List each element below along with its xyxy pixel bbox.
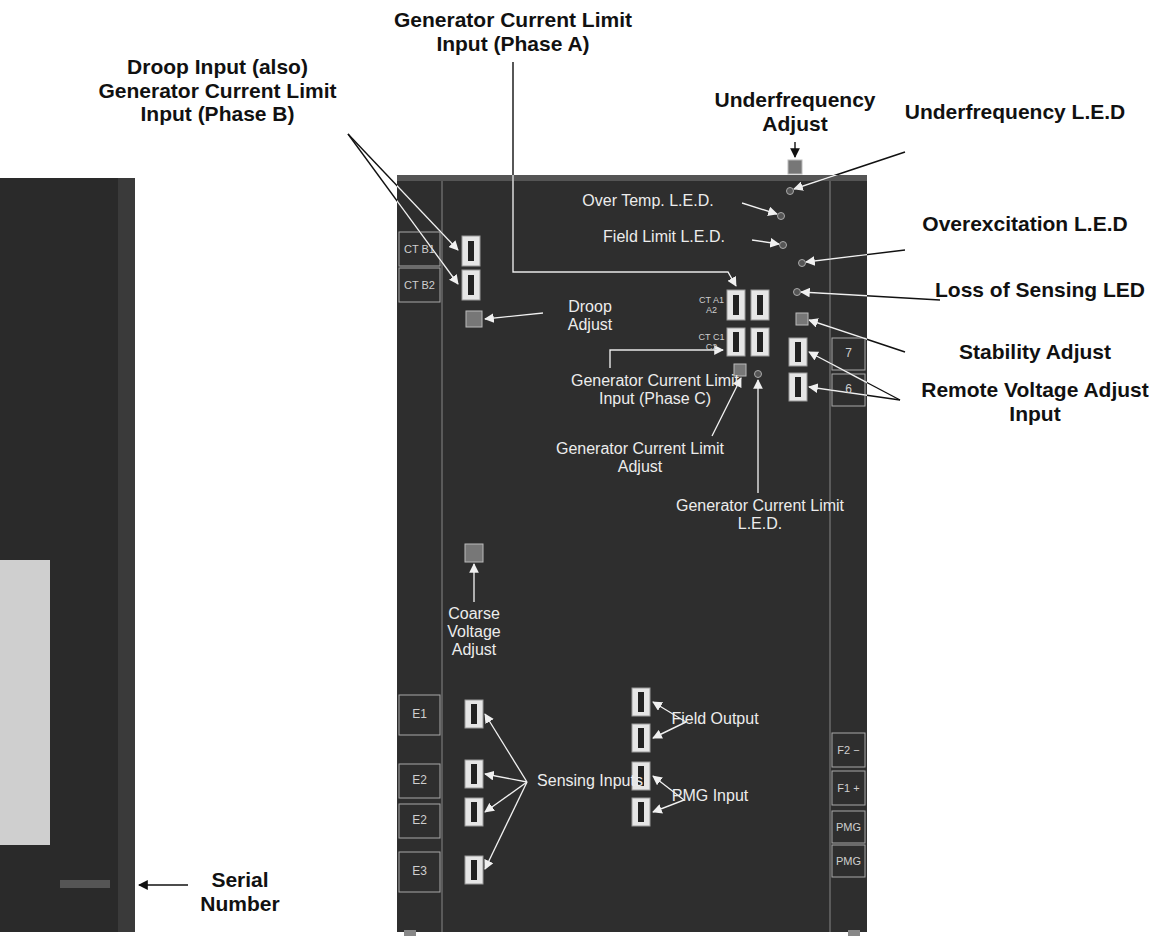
terminal-label: F1 + xyxy=(832,771,865,805)
terminal-strip-edge xyxy=(441,181,443,932)
panel-top-edge xyxy=(397,175,867,181)
panel-label: PMG Input xyxy=(665,787,755,805)
leader-lines xyxy=(139,62,940,885)
callout-label: Stability Adjust xyxy=(905,340,1165,364)
callout-label: Remote Voltage Adjust Input xyxy=(900,378,1170,425)
mounting-feet xyxy=(404,930,860,936)
terminal-label-boxes xyxy=(399,232,865,892)
terminals xyxy=(462,236,807,884)
serial-plate xyxy=(60,880,110,888)
unit-edge xyxy=(118,178,135,932)
panel-label: Over Temp. L.E.D. xyxy=(560,192,736,210)
unit-housing xyxy=(0,178,135,932)
terminal-label: E1 xyxy=(399,695,440,735)
terminal-label: E3 xyxy=(399,852,440,892)
terminal-label: 7 xyxy=(832,338,865,370)
unit-sticker xyxy=(0,560,50,845)
regulator-panel xyxy=(397,160,867,936)
terminal-label: F2 − xyxy=(832,733,865,767)
terminal-label: E2 xyxy=(399,764,440,798)
panel-label: Field Output xyxy=(665,710,765,728)
panel-label: Field Limit L.E.D. xyxy=(580,228,748,246)
callout-label: Underfrequency Adjust xyxy=(700,88,890,135)
side-unit xyxy=(0,178,135,932)
terminal-label: CT B2 xyxy=(399,268,440,302)
terminal-label: 6 xyxy=(832,374,865,406)
panel-label: Generator Current Limit Input (Phase C) xyxy=(560,372,750,408)
panel-label: Generator Current Limit L.E.D. xyxy=(660,497,860,533)
terminal-label: PMG xyxy=(832,845,865,877)
panel-face xyxy=(397,175,867,932)
terminal-label: PMG xyxy=(832,811,865,843)
callout-label: Overexcitation L.E.D xyxy=(905,212,1145,236)
callout-label: Droop Input (also) Generator Current Lim… xyxy=(80,55,355,126)
callout-label: Loss of Sensing LED xyxy=(915,278,1165,302)
terminal-label: CT A1 A2 xyxy=(697,289,726,321)
panel-label: Generator Current Limit Adjust xyxy=(545,440,735,476)
callout-label: Serial Number xyxy=(180,868,300,915)
terminal-label: CT B1 xyxy=(399,232,440,266)
terminal-label: E2 xyxy=(399,804,440,838)
panel-label: Sensing Inputs xyxy=(530,772,650,790)
callout-label: Generator Current Limit Input (Phase A) xyxy=(378,8,648,55)
panel-label: Coarse Voltage Adjust xyxy=(436,605,512,659)
leader-lines-on-panel xyxy=(348,62,940,869)
panel-label: Droop Adjust xyxy=(545,298,635,334)
status-leds xyxy=(755,188,806,378)
callout-label: Underfrequency L.E.D xyxy=(900,100,1130,124)
terminal-label: CT C1 C2 xyxy=(697,326,726,358)
